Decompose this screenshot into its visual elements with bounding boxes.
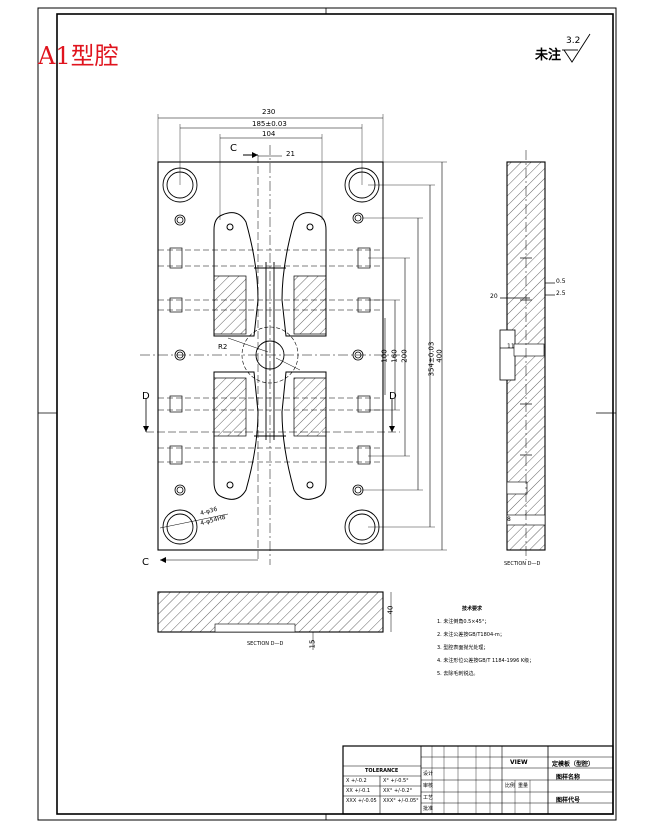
note-item: 5. 去除毛刺锐边。 — [437, 671, 479, 677]
tb-view: VIEW — [510, 759, 528, 766]
dim-depth-40: 40 — [386, 605, 395, 615]
dim-radius: R2 — [218, 343, 228, 351]
dim-side-20: 20 — [490, 293, 498, 300]
tb-weight: 重量 — [518, 783, 529, 789]
tb-approve-3: 工艺 — [423, 795, 434, 801]
dim-pitch-200: 200 — [400, 349, 409, 363]
comb-teeth — [213, 275, 327, 437]
tb-approve-4: 批准 — [423, 806, 434, 812]
section-dd-bottom-label: SECTION D—D — [247, 641, 284, 647]
inner-border — [56, 13, 614, 815]
outer-border — [37, 7, 617, 821]
note-item: 4. 未注形位公差按GB/T 1184-1996 K级； — [437, 658, 535, 664]
cooling-channels — [158, 249, 383, 463]
tb-part-name: 定模板（型腔） — [552, 761, 595, 768]
plate-outline — [157, 161, 384, 551]
note-item: 1. 未注倒角0.5×45°； — [437, 619, 490, 625]
section-arrows — [143, 152, 395, 563]
dim-side-25: 2.5 — [556, 290, 566, 297]
section-d-left: D — [142, 391, 150, 402]
tb-tol-xxx: XXX +/-0.05 — [346, 798, 377, 804]
notes-heading: 技术要求 — [462, 606, 483, 612]
screw-holes — [174, 212, 364, 496]
dim-hole-spacing-2: 104 — [262, 130, 276, 138]
border-ticks — [38, 8, 616, 820]
tb-approve-2: 审核 — [423, 783, 434, 789]
roughness-value: 3.2 — [566, 36, 581, 46]
tb-tol-ang-3: XXX° +/-0.05° — [383, 798, 419, 804]
technical-notes: 技术要求 1. 未注倒角0.5×45°； 2. 未注公差按GB/T1804-m；… — [437, 603, 534, 681]
tb-tolerance-heading: TOLERANCE — [365, 768, 399, 774]
guide-bores — [162, 167, 380, 545]
tb-scale: 比例 — [505, 783, 516, 789]
tb-tol-ang-1: X° +/-0.5° — [383, 778, 409, 784]
runner — [227, 262, 301, 440]
plan-view — [140, 114, 447, 565]
dim-side-8: 8 — [507, 516, 511, 523]
roughness-note: 未注 — [535, 48, 562, 63]
tb-drawing-name: 图样名称 — [556, 774, 581, 781]
bottom-section-view — [157, 591, 392, 650]
dim-side-05: 0.5 — [556, 278, 566, 285]
section-d-right: D — [389, 391, 397, 402]
section-dd-side-label: SECTION D—D — [504, 561, 541, 567]
title-block — [342, 745, 614, 815]
dim-hole-spacing-1: 185±0.03 — [252, 120, 287, 128]
dim-depth-15: 15 — [308, 639, 317, 649]
dim-pitch-100: 100 — [380, 349, 389, 363]
dim-side-11: 11 — [507, 343, 515, 350]
tb-tol-x: X +/-0.2 — [346, 778, 367, 784]
dim-pitch-354: 354±0.03 — [427, 341, 436, 377]
section-c-bottom: C — [142, 557, 149, 568]
dim-pitch-160: 160 — [390, 349, 399, 363]
cavity-title: A1型腔 — [38, 42, 119, 70]
note-item: 2. 未注公差按GB/T1804-m； — [437, 632, 505, 638]
tb-approve-1: 设计 — [423, 771, 434, 777]
dim-gate-width: 21 — [286, 150, 295, 158]
tb-drawing-code: 图样代号 — [556, 797, 581, 804]
section-c-top: C — [230, 143, 237, 154]
dim-overall-width: 230 — [262, 108, 276, 116]
tb-tol-xx: XX +/-0.1 — [346, 788, 371, 794]
side-section-view — [499, 150, 555, 560]
tb-tol-ang-2: XX° +/-0.2° — [383, 788, 413, 794]
note-item: 3. 型腔表面抛光处理； — [437, 645, 489, 651]
dim-overall-height: 400 — [435, 349, 444, 363]
roughness-symbol — [562, 33, 591, 63]
